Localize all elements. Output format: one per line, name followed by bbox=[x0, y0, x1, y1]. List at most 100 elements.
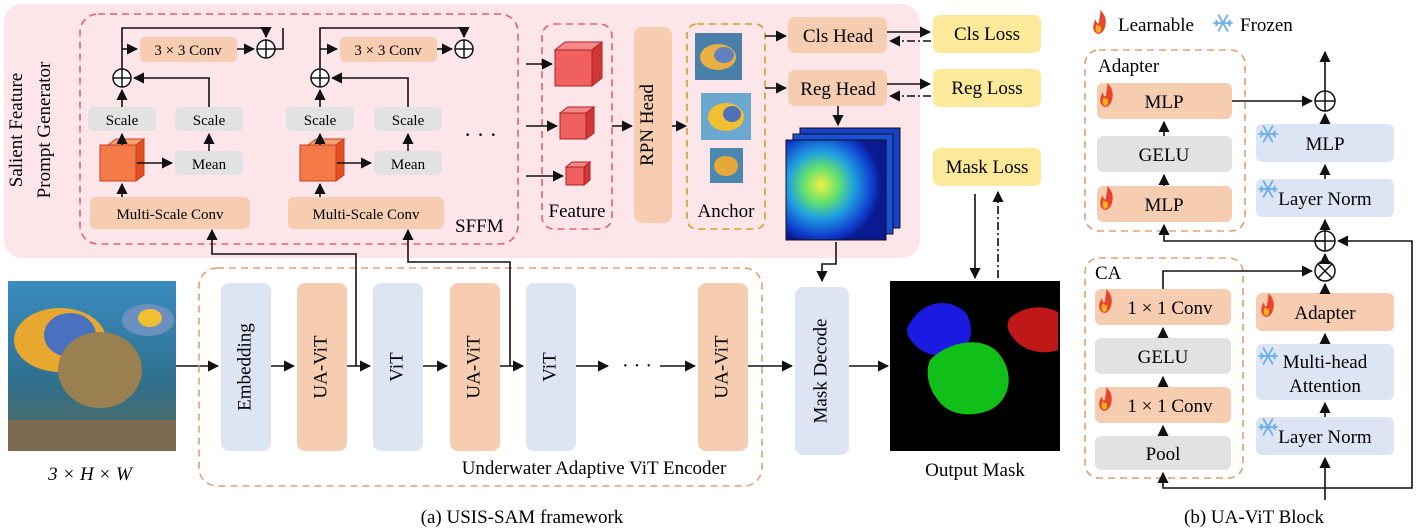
feature-cube-icon bbox=[99, 138, 146, 182]
anchor-image bbox=[701, 93, 751, 140]
uavit-label-1: UA-ViT bbox=[310, 335, 331, 399]
anchor-label: Anchor bbox=[698, 201, 756, 222]
rpn-head-label: RPN Head bbox=[637, 84, 658, 166]
adapter-mlp-top-label: MLP bbox=[1144, 92, 1183, 113]
reg-loss-block bbox=[933, 69, 1041, 107]
msconv-label-1: Multi-Scale Conv bbox=[116, 207, 224, 223]
cls-head-block bbox=[788, 17, 887, 53]
scale-block-2b bbox=[374, 107, 442, 131]
output-mask-label: Output Mask bbox=[925, 460, 1025, 481]
sfpg-panel bbox=[4, 4, 920, 258]
encoder-ellipsis: · · · bbox=[622, 355, 652, 377]
conv3-label-1: 3 × 3 Conv bbox=[154, 43, 222, 59]
mask-decode-block bbox=[795, 287, 849, 455]
sffm-label: SFFM bbox=[455, 216, 504, 237]
flame-icon bbox=[1093, 10, 1106, 34]
ca-pool-label: Pool bbox=[1146, 444, 1181, 465]
vit-label-2: ViT bbox=[539, 352, 560, 382]
rpn-head-block bbox=[634, 27, 672, 223]
uavit-block-2 bbox=[450, 283, 500, 451]
feature-cube-icon bbox=[553, 40, 604, 88]
uavit-block-1 bbox=[297, 283, 347, 451]
mean-label-2: Mean bbox=[391, 157, 426, 173]
conv3-label-2: 3 × 3 Conv bbox=[354, 43, 422, 59]
oplus-icon bbox=[112, 68, 132, 88]
scale-label-2a: Scale bbox=[304, 113, 337, 129]
ca-conv-top bbox=[1095, 289, 1231, 325]
cls-loss-block bbox=[933, 15, 1041, 53]
ca-title: CA bbox=[1095, 263, 1122, 284]
reg-head-block bbox=[788, 70, 887, 106]
msconv-block-2 bbox=[288, 197, 444, 229]
legend-frozen: Frozen bbox=[1240, 15, 1293, 36]
scale-label-1b: Scale bbox=[193, 113, 226, 129]
vit-block-1 bbox=[373, 283, 423, 451]
scale-block-1b bbox=[175, 107, 243, 131]
vit-label-1: ViT bbox=[386, 352, 407, 382]
mean-block-2 bbox=[374, 151, 442, 175]
uavit-label-2: UA-ViT bbox=[463, 335, 484, 399]
frozen-layer-norm-bottom bbox=[1256, 417, 1394, 455]
ca-gelu bbox=[1095, 338, 1231, 374]
mha-label-line1: Multi-head bbox=[1283, 352, 1368, 373]
mha-block bbox=[1256, 344, 1394, 400]
feature-cube-icon bbox=[564, 160, 592, 187]
scale-block-1a bbox=[88, 107, 156, 131]
input-dims-label: 3 × H × W bbox=[47, 464, 134, 485]
msconv-label-2: Multi-Scale Conv bbox=[312, 207, 420, 223]
ca-conv-top-label: 1 × 1 Conv bbox=[1127, 298, 1213, 319]
mean-label-1: Mean bbox=[192, 157, 227, 173]
adapter-block bbox=[1256, 293, 1394, 331]
sfpg-title-line2: Prompt Generator bbox=[34, 61, 55, 198]
mean-block-1 bbox=[175, 151, 243, 175]
oplus-icon bbox=[454, 39, 474, 59]
mask-loss-label: Mask Loss bbox=[946, 157, 1029, 178]
msconv-block-1 bbox=[90, 197, 250, 229]
otimes-icon bbox=[1314, 260, 1336, 282]
adapter-mlp-bottom bbox=[1097, 186, 1232, 222]
ca-conv-bottom bbox=[1095, 387, 1231, 423]
snowflake-icon bbox=[1213, 14, 1233, 32]
scale-label-2b: Scale bbox=[392, 113, 425, 129]
uavit-block-3 bbox=[698, 283, 748, 451]
feature-label: Feature bbox=[549, 201, 606, 222]
adapter-mlp-top bbox=[1097, 83, 1232, 119]
mask-image bbox=[890, 281, 1060, 451]
ca-frame bbox=[1084, 257, 1244, 479]
cls-loss-label: Cls Loss bbox=[954, 24, 1020, 45]
scale-label-1a: Scale bbox=[106, 113, 139, 129]
caption-a: (a) USIS-SAM framework bbox=[421, 507, 624, 528]
uavit-label-3: UA-ViT bbox=[711, 335, 732, 399]
caption-b: (b) UA-ViT Block bbox=[1184, 507, 1324, 528]
conv3-block-1 bbox=[140, 37, 237, 62]
encoder-label: Underwater Adaptive ViT Encoder bbox=[462, 458, 727, 479]
legend-learnable: Learnable bbox=[1118, 15, 1194, 36]
anchor-image bbox=[710, 148, 743, 183]
feature-cube-icon bbox=[558, 106, 596, 140]
ca-pool bbox=[1095, 436, 1231, 470]
vit-block-2 bbox=[526, 283, 576, 451]
feature-cube-icon bbox=[299, 138, 346, 182]
embedding-label: Embedding bbox=[234, 323, 255, 411]
mask-loss-block bbox=[933, 148, 1041, 186]
frozen-layer-norm-top bbox=[1256, 179, 1394, 217]
anchor-frame bbox=[686, 23, 766, 230]
ellipsis: · · · bbox=[464, 122, 497, 147]
mha-label-line2: Attention bbox=[1289, 376, 1361, 397]
adapter-gelu-label: GELU bbox=[1139, 145, 1190, 166]
frozen-layer-norm-top-label: Layer Norm bbox=[1278, 189, 1372, 210]
adapter-frame bbox=[1084, 49, 1246, 232]
oplus-icon bbox=[1314, 90, 1336, 112]
adapter-gelu bbox=[1097, 136, 1232, 172]
reg-head-label: Reg Head bbox=[800, 79, 876, 100]
cls-head-label: Cls Head bbox=[803, 26, 874, 47]
sffm-frame bbox=[79, 13, 519, 245]
adapter-mlp-bottom-label: MLP bbox=[1144, 195, 1183, 216]
sfpg-title-line1: Salient Feature bbox=[6, 73, 27, 188]
heatmap-image bbox=[785, 127, 901, 241]
frozen-mlp-label: MLP bbox=[1305, 134, 1344, 155]
conv3-block-2 bbox=[340, 37, 437, 62]
adapter-title: Adapter bbox=[1098, 56, 1160, 77]
